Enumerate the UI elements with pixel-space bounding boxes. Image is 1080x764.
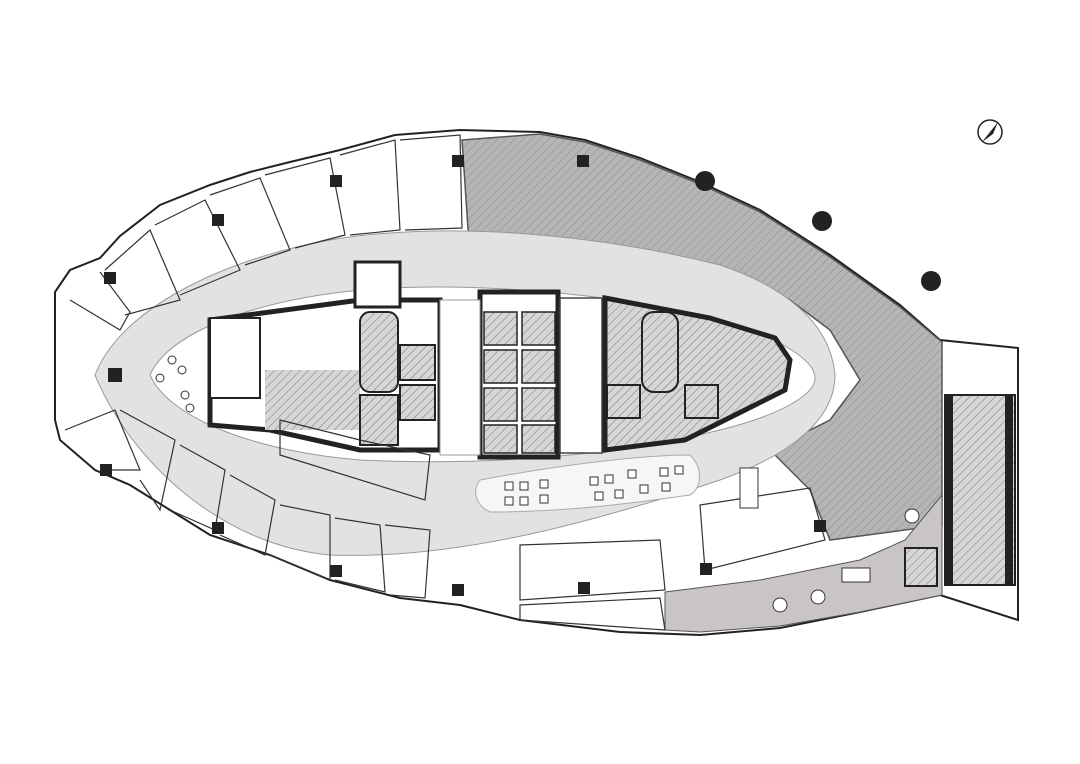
elevator: [684, 384, 719, 419]
stair-core-east: [641, 311, 679, 393]
elevator-right: [904, 547, 938, 587]
lounge-chairs-left: [155, 355, 195, 413]
stair-core-right: [944, 394, 1016, 586]
stair-wall: [1005, 395, 1013, 585]
seating-island: [475, 454, 700, 513]
elevator: [399, 344, 436, 381]
exterior-column: [921, 271, 941, 291]
structural-columns-square: [100, 155, 826, 596]
room: [353, 260, 402, 309]
north-arrow-icon: [977, 119, 1003, 145]
exterior-column: [695, 171, 715, 191]
elevator: [399, 384, 436, 421]
lounge-zone: [664, 493, 943, 633]
elevator: [606, 384, 641, 419]
perimeter-offices: [64, 134, 826, 631]
elevator: [359, 394, 399, 446]
lift-shafts: [483, 311, 556, 454]
service-zone: [265, 370, 360, 430]
atrium-void: [439, 299, 481, 456]
restrooms: [559, 297, 603, 454]
room: [209, 317, 261, 399]
lounge-chairs: [504, 465, 684, 506]
exterior-column: [812, 211, 832, 231]
stair-core-left: [359, 311, 399, 393]
stair-wall: [945, 395, 953, 585]
lounge-tables: [739, 467, 920, 613]
